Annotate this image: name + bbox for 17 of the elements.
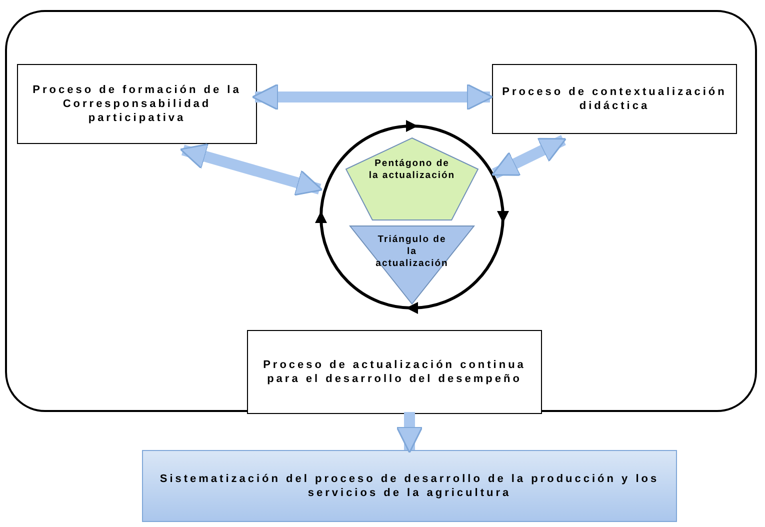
box-text: Proceso de actualización continua para el desarrollo del desempeño [262,358,527,386]
process-box [492,64,737,134]
process-box [17,64,257,144]
block-arrow [252,84,494,110]
rounded-frame [5,10,757,412]
pentagon [346,138,478,220]
block-arrow [491,135,567,179]
box-text: Proceso de contextualización didáctica [501,85,728,113]
process-box [247,330,542,414]
box-text: Proceso de formación de la Corresponsabilidad participativa [32,83,242,125]
block-arrow [396,412,423,454]
shape-label: Triángulo de la actualización [374,234,450,270]
box-text: Sistematización del proceso de desarrollo de la producción y los servicios de la agricultura [158,472,660,500]
result-box [142,450,677,522]
inverted-triangle [350,226,474,304]
block-arrow [180,143,323,196]
shape-label: Pentágono de la actualización [368,158,456,182]
